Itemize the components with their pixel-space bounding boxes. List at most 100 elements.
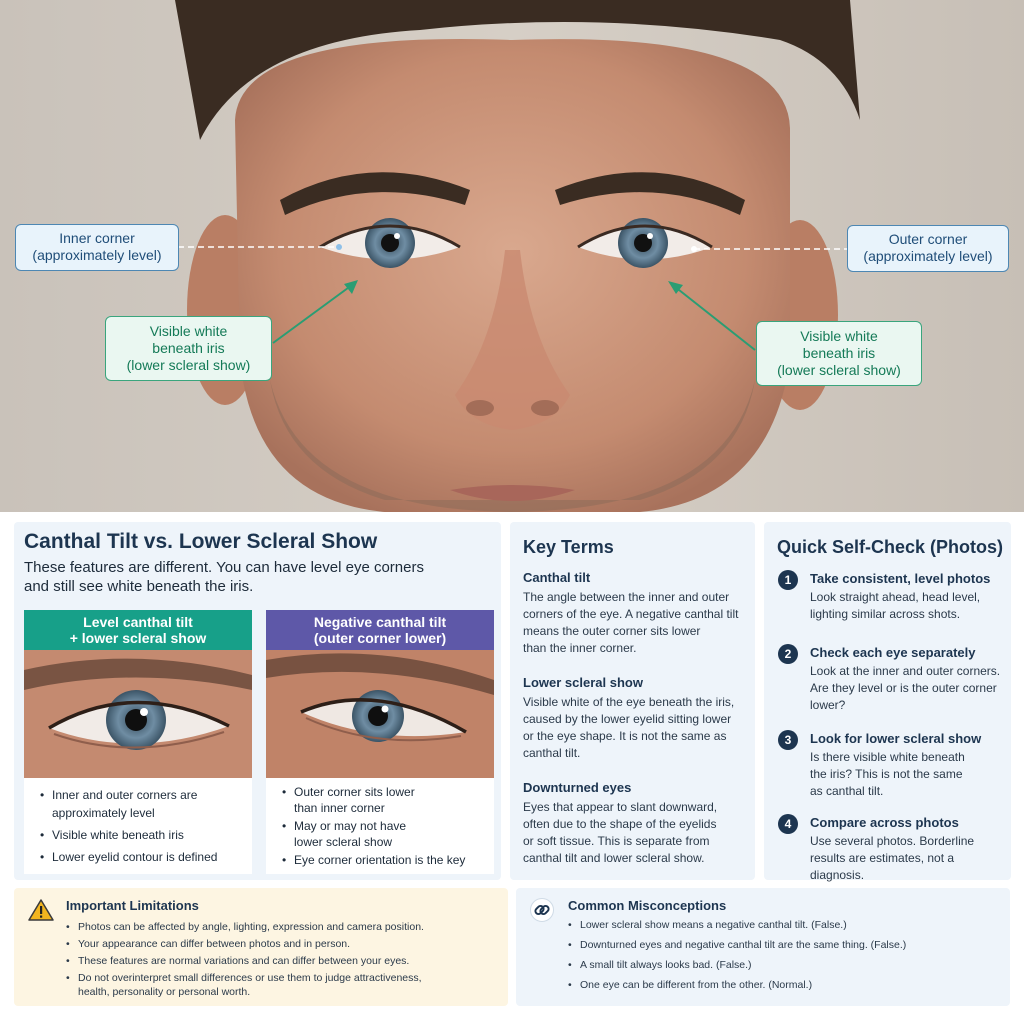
term-name: Lower scleral show (523, 675, 643, 690)
step-body: Look for lower scleral show Is there vis… (810, 730, 1003, 800)
header-line: Level canthal tilt (83, 614, 193, 630)
callout-line: (lower scleral show) (777, 362, 901, 378)
item-line: Downturned eyes and negative canthal til… (580, 939, 907, 951)
list-item: Downturned eyes and negative canthal til… (568, 938, 998, 952)
list-item: These features are normal variations and… (66, 954, 496, 968)
point-line: Eye corner orientation is the key (294, 853, 466, 867)
step-line: Are they level or is the outer corner (810, 681, 997, 695)
list-item: Visible white beneath iris (40, 826, 246, 844)
step-title: Look for lower scleral show (810, 731, 982, 746)
intro-text: These features are different. You can ha… (24, 558, 454, 596)
limitations-card: Important Limitations Photos can be affe… (14, 888, 508, 1006)
list-item: A small tilt always looks bad. (False.) (568, 958, 998, 972)
step-line: Use several photos. Borderline (810, 834, 975, 848)
eye-closeup-image (24, 650, 252, 778)
intro-line: These features are different. You can ha… (24, 559, 424, 576)
point-line: May or may not have (294, 819, 407, 833)
term-name: Canthal tilt (523, 570, 591, 585)
key-terms-card (510, 522, 755, 880)
misconceptions-list: Lower scleral show means a negative cant… (568, 918, 998, 995)
link-icon (530, 898, 554, 922)
eye-closeup-illustration (266, 650, 494, 778)
term-line: The angle between the inner and outer (523, 590, 730, 604)
item-line: One eye can be different from the other.… (580, 979, 813, 991)
step-line: lower? (810, 698, 846, 712)
callout-line: beneath iris (802, 345, 876, 361)
self-check-title: Quick Self-Check (Photos) (777, 537, 1004, 557)
item-line: Your appearance can differ between photo… (78, 938, 351, 950)
page-title: Canthal Tilt vs. Lower Scleral Show (24, 530, 378, 553)
header-line: (outer corner lower) (313, 630, 447, 646)
warning-icon (28, 899, 54, 921)
list-item: Your appearance can differ between photo… (66, 937, 496, 951)
step-number-badge: 1 (778, 570, 798, 590)
term-line: canthal tilt and lower scleral show. (523, 851, 705, 865)
step-line: Look at the inner and outer corners. (810, 664, 1001, 678)
list-item: Lower eyelid contour is defined (40, 848, 246, 866)
limitations-list: Photos can be affected by angle, lightin… (66, 920, 496, 1002)
term-line: or soft tissue. This is separate from (523, 834, 710, 848)
scleral-show-right-callout: Visible white beneath iris (lower sclera… (756, 321, 922, 386)
term-line: caused by the lower eyelid sitting lower (523, 712, 732, 726)
misconceptions-title: Common Misconceptions (568, 898, 727, 913)
comparison-header: Negative canthal tilt (outer corner lowe… (266, 610, 494, 650)
step-line: as canthal tilt. (810, 784, 884, 798)
list-item: Do not overinterpret small differences o… (66, 971, 496, 999)
point-line: Outer corner sits lower (294, 785, 415, 799)
term-name: Downturned eyes (523, 780, 632, 795)
item-line: A small tilt always looks bad. (False.) (580, 959, 752, 971)
misconceptions-card: Common Misconceptions Lower scleral show… (516, 888, 1010, 1006)
step-number-badge: 4 (778, 814, 798, 834)
eye-closeup-image (266, 650, 494, 778)
callout-line: Visible white (149, 323, 228, 339)
header-line: + lower scleral show (69, 630, 207, 646)
face-photo: Inner corner (approximately level) Outer… (0, 0, 1024, 512)
step-title: Check each eye separately (810, 645, 976, 660)
self-check-card (764, 522, 1011, 880)
key-terms-title: Key Terms (523, 537, 614, 557)
list-item: Inner and outer corners areapproximately… (40, 786, 246, 822)
list-item: Eye corner orientation is the key (282, 852, 488, 868)
term-line: or the eye shape. It is not the same as (523, 729, 727, 743)
scleral-show-left-callout: Visible white beneath iris (lower sclera… (105, 316, 272, 381)
term-line: Eyes that appear to slant downward, (523, 800, 718, 814)
comparison-header: Level canthal tilt + lower scleral show (24, 610, 252, 650)
step-title: Take consistent, level photos (810, 571, 991, 586)
term-line: canthal tilt. (523, 746, 581, 760)
callout-line: Visible white (800, 328, 878, 344)
self-check-step-2: 2 Check each eye separately Look at the … (778, 644, 1003, 714)
term-line: corners of the eye. A negative canthal t… (523, 607, 739, 621)
header-line: Negative canthal tilt (313, 614, 447, 630)
callout-line: beneath iris (152, 340, 225, 356)
callout-line: (approximately level) (863, 248, 993, 264)
self-check-step-4: 4 Compare across photos Use several phot… (778, 814, 1003, 884)
term-lower-scleral-show: Lower scleral show Visible white of the … (523, 674, 743, 762)
list-item: One eye can be different from the other.… (568, 978, 998, 992)
self-check-step-3: 3 Look for lower scleral show Is there v… (778, 730, 1003, 800)
point-line: Inner and outer corners are (52, 788, 198, 802)
step-line: results are estimates, not a diagnosis. (810, 851, 955, 882)
inner-corner-callout: Inner corner (approximately level) (15, 224, 179, 271)
comparison-points: Inner and outer corners areapproximately… (24, 778, 252, 874)
term-line: than the inner corner. (523, 641, 637, 655)
item-line: Photos can be affected by angle, lightin… (78, 921, 424, 933)
step-body: Check each eye separately Look at the in… (810, 644, 1003, 714)
point-line: Visible white beneath iris (52, 828, 184, 842)
list-item: Photos can be affected by angle, lightin… (66, 920, 496, 934)
eye-closeup-illustration (24, 650, 252, 778)
list-item: Lower scleral show means a negative cant… (568, 918, 998, 932)
step-line: Look straight ahead, head level, (810, 590, 981, 604)
self-check-step-1: 1 Take consistent, level photos Look str… (778, 570, 1003, 623)
step-number-badge: 2 (778, 644, 798, 664)
term-line: means the outer corner sits lower (523, 624, 701, 638)
term-downturned-eyes: Downturned eyes Eyes that appear to slan… (523, 779, 743, 867)
callout-line: (lower scleral show) (126, 357, 251, 373)
step-body: Take consistent, level photos Look strai… (810, 570, 1003, 623)
point-line: than inner corner (294, 801, 385, 815)
comparison-points: Outer corner sits lower than inner corner… (266, 778, 494, 874)
item-line: Lower scleral show means a negative cant… (580, 919, 847, 931)
step-number-badge: 3 (778, 730, 798, 750)
point-line: Lower eyelid contour is defined (52, 850, 218, 864)
comparison-level-tilt: Level canthal tilt + lower scleral show … (24, 610, 252, 874)
